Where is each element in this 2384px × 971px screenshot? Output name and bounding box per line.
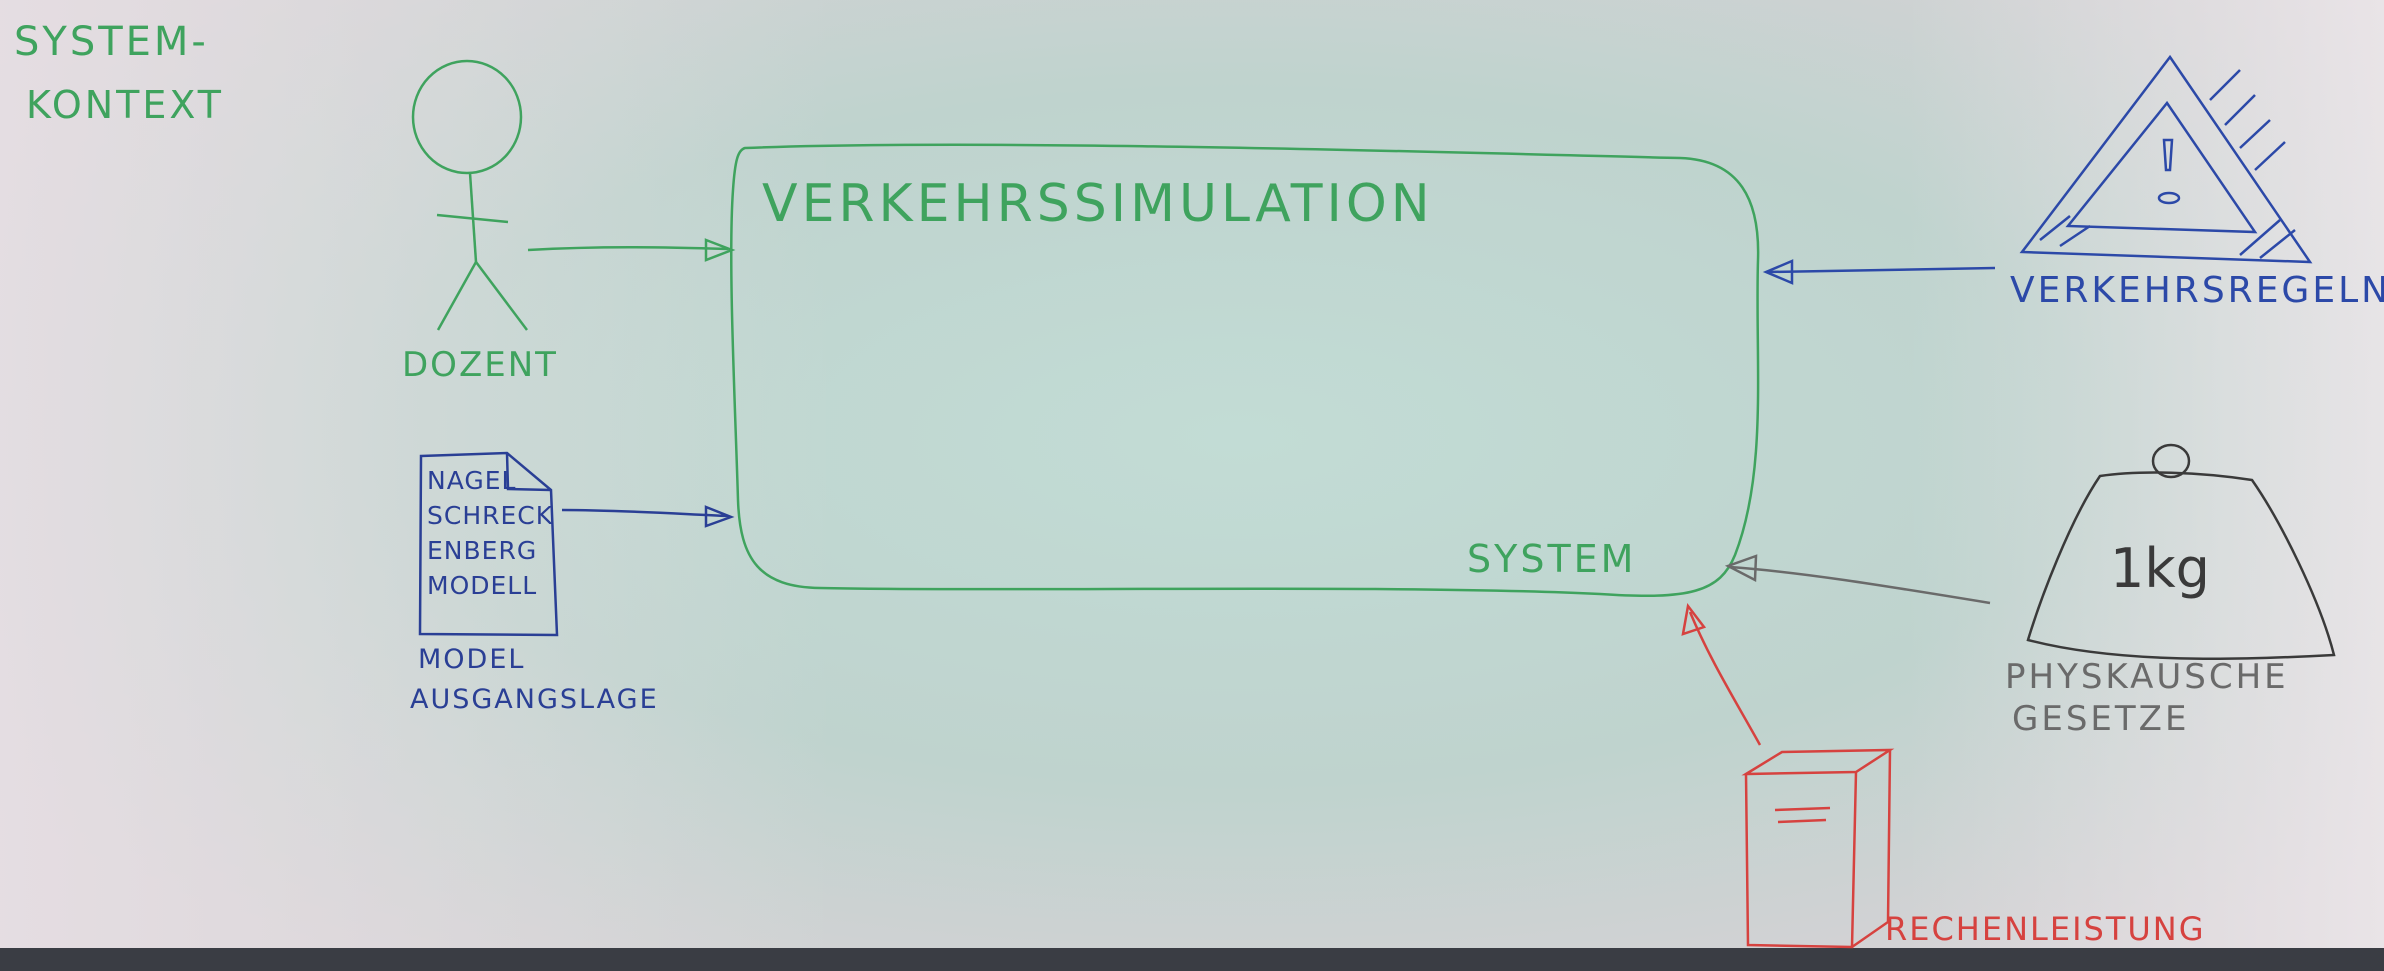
figure-arms — [436, 213, 509, 224]
board-title-line1: SYSTEM- — [14, 19, 209, 65]
dozent-label: DOZENT — [402, 345, 558, 385]
dozent-stick-figure — [411, 59, 528, 331]
figure-head — [411, 59, 523, 175]
gesetze-label-line1: PHYSKAUSCHE — [2005, 657, 2289, 697]
document-arrow — [561, 505, 735, 528]
system-name: VERKEHRSSIMULATION — [762, 174, 1434, 234]
system-boundary — [730, 143, 1760, 597]
board-title-line2: KONTEXT — [26, 83, 224, 127]
document-line-3: ENBERG — [427, 536, 538, 565]
weight-label: 1kg — [2110, 537, 2210, 600]
server-icon — [1741, 748, 1895, 949]
system-label: SYSTEM — [1467, 537, 1637, 581]
model-caption-line1: MODEL — [418, 644, 526, 675]
gesetze-label-line2: GESETZE — [2012, 699, 2190, 739]
board-frame-bottom — [0, 948, 2384, 971]
rechenleistung-arrow — [1681, 602, 1762, 746]
rechenleistung-label: RECHENLEISTUNG — [1885, 910, 2206, 948]
document-line-2: SCHRECK — [427, 501, 554, 530]
verkehrsregeln-label: VERKEHRSREGELN — [2010, 270, 2384, 311]
document-line-4: MODELL — [427, 571, 538, 600]
document-icon — [418, 451, 559, 637]
document-line-1: NAGEL — [427, 466, 517, 495]
dozent-arrow — [527, 238, 736, 262]
figure-legs — [436, 261, 528, 331]
warning-triangle-icon — [2019, 54, 2313, 264]
model-caption-line2: AUSGANGSLAGE — [410, 684, 659, 715]
weight-icon — [2026, 443, 2336, 661]
gesetze-arrow — [1724, 554, 1991, 605]
verkehrsregeln-arrow — [1762, 259, 1996, 285]
